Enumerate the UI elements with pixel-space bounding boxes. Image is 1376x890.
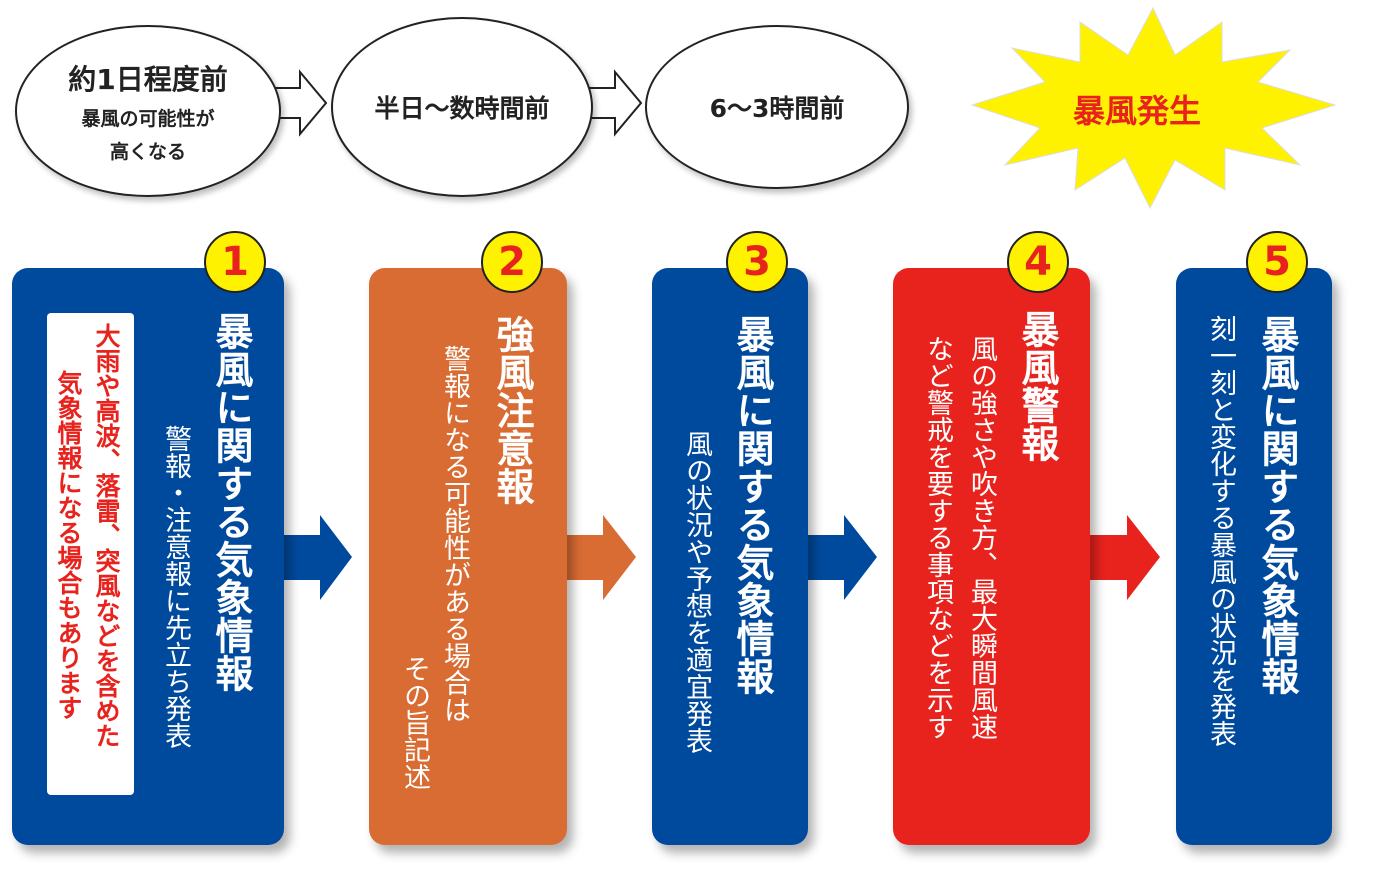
step-title: 暴風に関する気象情報 (209, 312, 253, 692)
step-description: その旨記述 (399, 655, 430, 790)
step-description: 風の強さや吹き方、最大瞬間風速 (966, 335, 997, 740)
starburst (970, 6, 1337, 210)
flow-arrow-4 (1086, 515, 1160, 600)
step-title: 暴風に関する気象情報 (1255, 315, 1299, 695)
step-description: など警戒を要する事項などを示す (922, 335, 953, 740)
step-description: 警報になる可能性がある場合は (439, 345, 470, 723)
step-number-badge: 2 (481, 231, 543, 293)
note-text: 大雨や高波、落雷、突風などを含めた (92, 323, 121, 748)
step-number-badge: 4 (1007, 231, 1069, 293)
step-description: 風の状況や予想を適宜発表 (681, 430, 712, 754)
hollow-arrow-2 (587, 69, 643, 137)
flow-arrow-1 (280, 515, 352, 600)
timeline-hours: 6〜3時間前 (645, 25, 909, 189)
step-number-badge: 5 (1246, 231, 1308, 293)
step-2-box (369, 268, 567, 845)
timeline-title: 6〜3時間前 (709, 94, 845, 123)
timeline-day-before: 約1日程度前 暴風の可能性が 高くなる (15, 25, 281, 197)
timeline-title: 約1日程度前 (68, 63, 228, 96)
flow-arrow-3 (804, 515, 877, 600)
step-description: 警報・注意報に先立ち発表 (160, 425, 191, 749)
note-panel (47, 313, 134, 795)
storm-onset-label: 暴風発生 (1073, 92, 1202, 130)
note-text: 気象情報になる場合もあります (54, 370, 83, 720)
flow-arrow-2 (563, 515, 636, 600)
step-title: 強風注意報 (490, 315, 534, 505)
step-4-box (893, 268, 1090, 845)
step-5-box (1176, 268, 1332, 845)
timeline-half-day: 半日〜数時間前 (331, 17, 593, 197)
step-number-badge: 3 (726, 231, 788, 293)
step-description: 刻一刻と変化する暴風の状況を発表 (1205, 315, 1236, 747)
timeline-title: 半日〜数時間前 (374, 94, 550, 123)
step-title: 暴風警報 (1015, 310, 1059, 462)
step-number-badge: 1 (204, 231, 266, 293)
timeline-sub: 暴風の可能性が (81, 108, 215, 130)
timeline-sub: 高くなる (109, 141, 186, 163)
step-title: 暴風に関する気象情報 (730, 315, 774, 695)
step-3-box (652, 268, 808, 845)
